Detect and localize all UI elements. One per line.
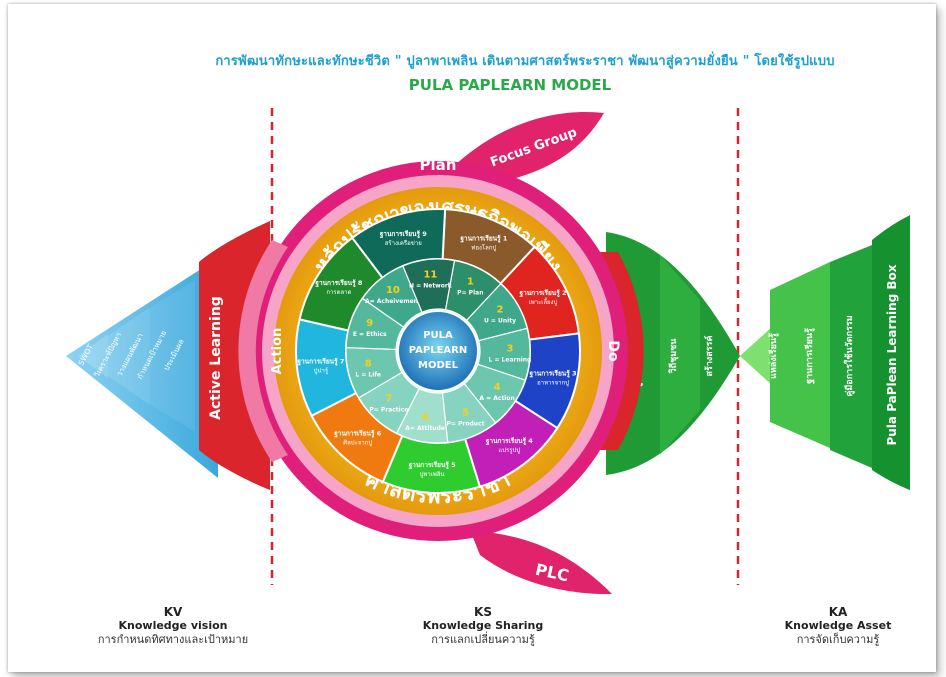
action-label: Action — [270, 328, 285, 375]
letter-word: A= Acheivement — [365, 298, 421, 305]
kv-code: KV — [163, 605, 183, 619]
center-emblem — [397, 310, 479, 392]
letter-number: 6 — [422, 412, 429, 423]
column-ks: KS Knowledge Sharing การแลกเปลี่ยนความรู… — [378, 605, 588, 647]
letter-number: 1 — [467, 277, 474, 288]
letter-word: N = Network — [409, 282, 453, 289]
letter-segment: 11 N = Network — [402, 258, 456, 313]
do-label: Do — [605, 340, 621, 362]
learning-base-sub: อาหารจากปู — [537, 379, 569, 386]
letter-word: P= Plan — [457, 290, 483, 297]
check-label: Check — [413, 545, 465, 563]
letter-word: P= Practice — [369, 407, 408, 414]
learning-base-label: ฐานการเรียนรู้ 1 — [460, 233, 507, 243]
pula-box-label: Pula PaPlean Learning Box — [885, 264, 899, 445]
active-learning-label: Active Learning — [208, 296, 224, 420]
plan-label: Plan — [420, 156, 457, 174]
learning-base-label: ฐานการเรียนรู้ 4 — [486, 436, 533, 446]
ks-thai: การแลกเปลี่ยนความรู้ — [431, 633, 535, 646]
letter-word: E = Ethics — [353, 331, 387, 338]
fin-plc: PLC — [470, 530, 612, 595]
learning-base-sub: แปรรูปปู — [498, 447, 520, 454]
learning-base-sub: ท่องโลกปู — [471, 243, 496, 251]
front-step-label: วิถีชุมชน — [668, 338, 679, 375]
learning-base-label: ฐานการเรียนรู้ 7 — [297, 357, 344, 367]
letter-number: 9 — [366, 318, 373, 329]
letter-number: 3 — [506, 344, 513, 355]
kv-english: Knowledge vision — [118, 619, 228, 632]
title-thai: การพัฒนาทักษะและทักษะชีวิต " ปูลาพาเพลิน… — [215, 54, 835, 69]
letter-word: L = Life — [355, 372, 381, 379]
ka-english: Knowledge Asset — [784, 619, 892, 632]
kv-thai: การกำหนดทิศทางและเป้าหมาย — [97, 633, 249, 646]
learning-base-label: ฐานการเรียนรู้ 2 — [520, 288, 567, 298]
learning-base-label: ฐานการเรียนรู้ 6 — [334, 428, 381, 438]
ks-code: KS — [474, 605, 492, 619]
learning-base-sub: เพาะเลี้ยงปู — [529, 296, 558, 306]
center-line-1: PULA — [423, 330, 453, 341]
letter-number: 10 — [386, 285, 400, 296]
letter-word: A = Action — [479, 395, 514, 402]
ks-english: Knowledge Sharing — [422, 619, 544, 632]
center-line-2: PAPLEARN — [409, 345, 468, 356]
learning-base-sub: สร้างเครือข่าย — [385, 239, 422, 247]
ka-code: KA — [828, 605, 848, 619]
fish-head: Pula PaPlean Learning Box ภูมิปัญญาท้องถ… — [606, 215, 910, 490]
front-step-label: สร้างสรรค์ — [703, 336, 715, 377]
letter-number: 5 — [462, 408, 469, 419]
letter-word: L = Learning — [489, 357, 532, 364]
learning-base-label: ฐานการเรียนรู้ 3 — [530, 368, 577, 378]
letter-number: 7 — [385, 394, 392, 405]
ka-thai: การจัดเก็บความรู้ — [796, 633, 880, 646]
letter-number: 4 — [494, 382, 501, 393]
learning-base-label: ฐานการเรียนรู้ 5 — [409, 460, 456, 470]
letters-wheel: 1 P= Plan 2 U = Unity 3 L = Learning 4 A = Acti… — [345, 258, 532, 444]
learning-base-sub: ปูพาเพลิน — [420, 471, 445, 478]
letter-word: P= Product — [446, 421, 484, 428]
letter-number: 11 — [423, 269, 437, 280]
letter-word: U = Unity — [484, 317, 516, 324]
letter-number: 8 — [365, 359, 372, 370]
learning-base-label: ฐานการเรียนรู้ 8 — [315, 278, 362, 288]
column-ka: KA Knowledge Asset การจัดเก็บความรู้ — [738, 605, 938, 647]
head-step-label: แหล่งเรียนรู้ — [768, 333, 779, 379]
learning-base-sub: ปูน่ารู้ — [314, 368, 329, 375]
learning-base-label: ฐานการเรียนรู้ 9 — [380, 229, 427, 239]
center-line-3: MODEL — [418, 360, 459, 371]
title-english: PULA PAPLEARN MODEL — [408, 76, 612, 94]
learning-base-sub: ศิลปะจากปู — [343, 439, 372, 446]
learning-base-sub: การตลาด — [326, 289, 351, 296]
letter-word: A= Attitude — [405, 425, 445, 432]
column-kv: KV Knowledge vision การกำหนดทิศทางและเป้… — [68, 605, 278, 647]
head-step-label: ฐานการเรียนรู้ — [804, 328, 815, 384]
letter-number: 2 — [496, 304, 503, 315]
learning-bases-wheel: ฐานการเรียนรู้ 1ท่องโลกปูฐานการเรียนรู้ … — [295, 208, 581, 494]
tail-fan: SWOTวิเคราะห์ปัญหาวางแผนพัฒนากำหนดเป้าหม… — [66, 258, 218, 478]
head-step-label: คู่มือการใช้นวัตกรรม — [843, 315, 855, 396]
